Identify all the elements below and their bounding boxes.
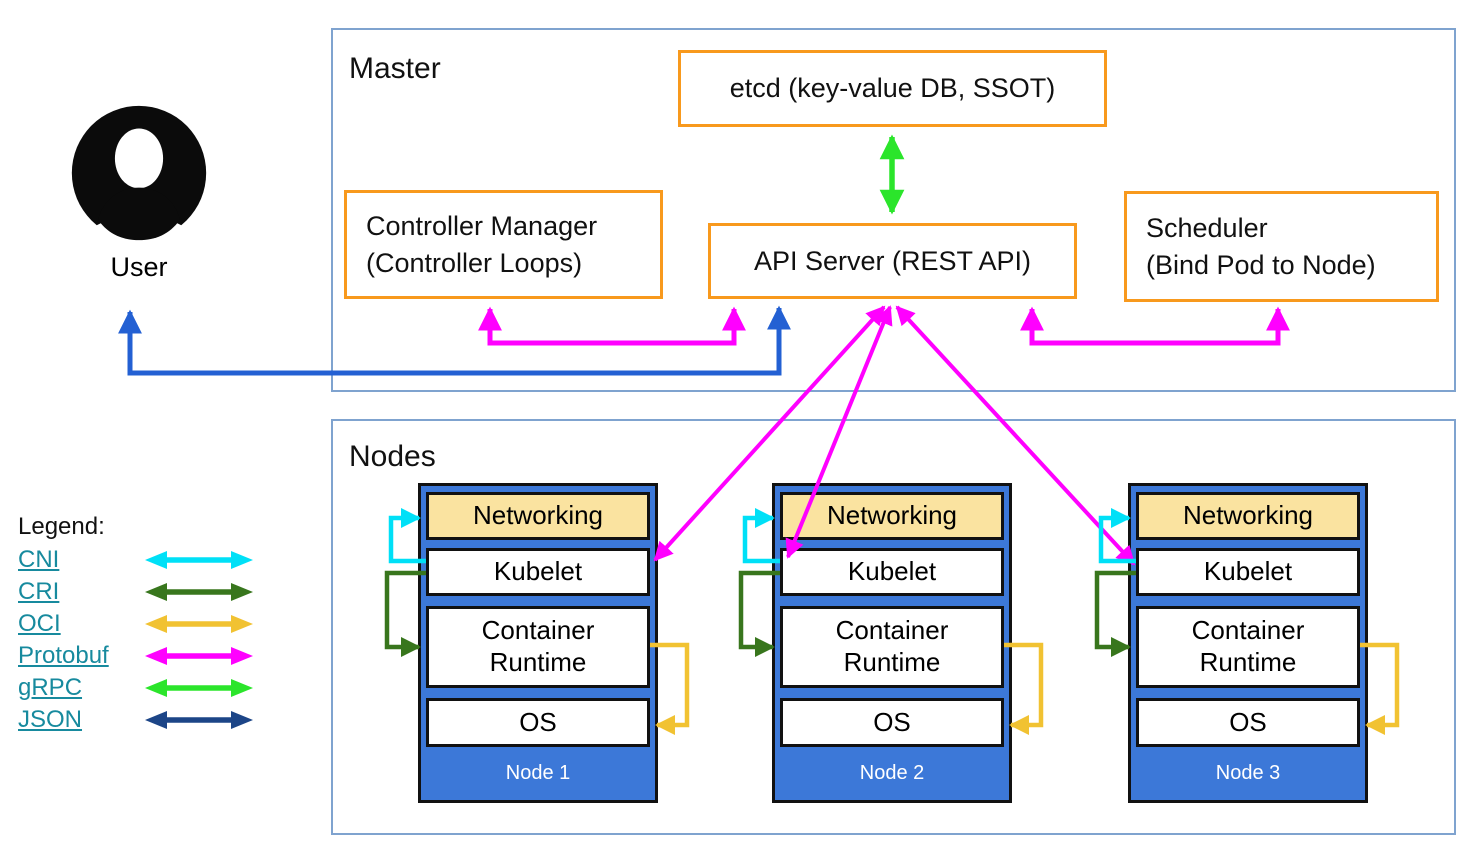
- oci-arrow-icon: [145, 615, 253, 633]
- legend-row-oci: OCI: [18, 608, 268, 640]
- cni-link[interactable]: CNI: [18, 546, 60, 573]
- node3-name: Node 3: [1215, 762, 1281, 784]
- node3-kubelet-layer: Kubelet: [1136, 548, 1360, 596]
- node1-kubelet-layer: Kubelet: [426, 548, 650, 596]
- node2-os-layer: OS: [780, 698, 1004, 747]
- scheduler-box: Scheduler (Bind Pod to Node): [1124, 191, 1439, 302]
- api-server-box: API Server (REST API): [708, 223, 1077, 299]
- protobuf-link[interactable]: Protobuf: [18, 642, 109, 669]
- oci-link[interactable]: OCI: [18, 610, 61, 637]
- controller-manager-line2: (Controller Loops): [366, 247, 583, 278]
- master-frame: [331, 28, 1456, 392]
- node1-networking-layer: Networking: [426, 492, 650, 540]
- node3-container-runtime-layer: Container Runtime: [1136, 606, 1360, 688]
- node1-container-runtime-layer: Container Runtime: [426, 606, 650, 688]
- controller-manager-line1: Controller Manager: [366, 210, 598, 241]
- user-avatar-icon: [71, 105, 207, 246]
- legend-row-cni: CNI: [18, 544, 268, 576]
- protobuf-arrow-icon: [145, 647, 253, 665]
- node2-container-runtime-layer: Container Runtime: [780, 606, 1004, 688]
- legend-row-grpc: gRPC: [18, 672, 268, 704]
- node2-kubelet-layer: Kubelet: [780, 548, 1004, 596]
- node-2: Networking Kubelet Container Runtime OS …: [772, 483, 1012, 803]
- controller-manager-box: Controller Manager (Controller Loops): [344, 190, 663, 299]
- node-3: Networking Kubelet Container Runtime OS …: [1128, 483, 1368, 803]
- json-arrow-icon: [145, 711, 253, 729]
- node2-name: Node 2: [859, 762, 925, 784]
- json-link[interactable]: JSON: [18, 706, 83, 733]
- etcd-box: etcd (key-value DB, SSOT): [678, 50, 1107, 127]
- scheduler-line2: (Bind Pod to Node): [1146, 249, 1376, 280]
- node3-networking-layer: Networking: [1136, 492, 1360, 540]
- legend-row-cri: CRI: [18, 576, 268, 608]
- node1-os-layer: OS: [426, 698, 650, 747]
- node3-os-layer: OS: [1136, 698, 1360, 747]
- grpc-arrow-icon: [145, 679, 253, 697]
- legend-row-json: JSON: [18, 704, 268, 736]
- user-label: User: [110, 252, 168, 282]
- legend-row-protobuf: Protobuf: [18, 640, 268, 672]
- node2-networking-layer: Networking: [780, 492, 1004, 540]
- nodes-frame: [331, 419, 1456, 835]
- legend-title: Legend:: [18, 513, 105, 540]
- cri-link[interactable]: CRI: [18, 578, 60, 605]
- nodes-frame-title: Nodes: [349, 440, 436, 473]
- master-frame-title: Master: [349, 52, 441, 85]
- cni-arrow-icon: [145, 551, 253, 569]
- node1-name: Node 1: [505, 762, 571, 784]
- scheduler-line1: Scheduler: [1146, 212, 1268, 243]
- legend: Legend: CNI CRI OCI: [18, 512, 268, 736]
- cri-arrow-icon: [145, 583, 253, 601]
- node-1: Networking Kubelet Container Runtime OS …: [418, 483, 658, 803]
- grpc-link[interactable]: gRPC: [18, 674, 83, 701]
